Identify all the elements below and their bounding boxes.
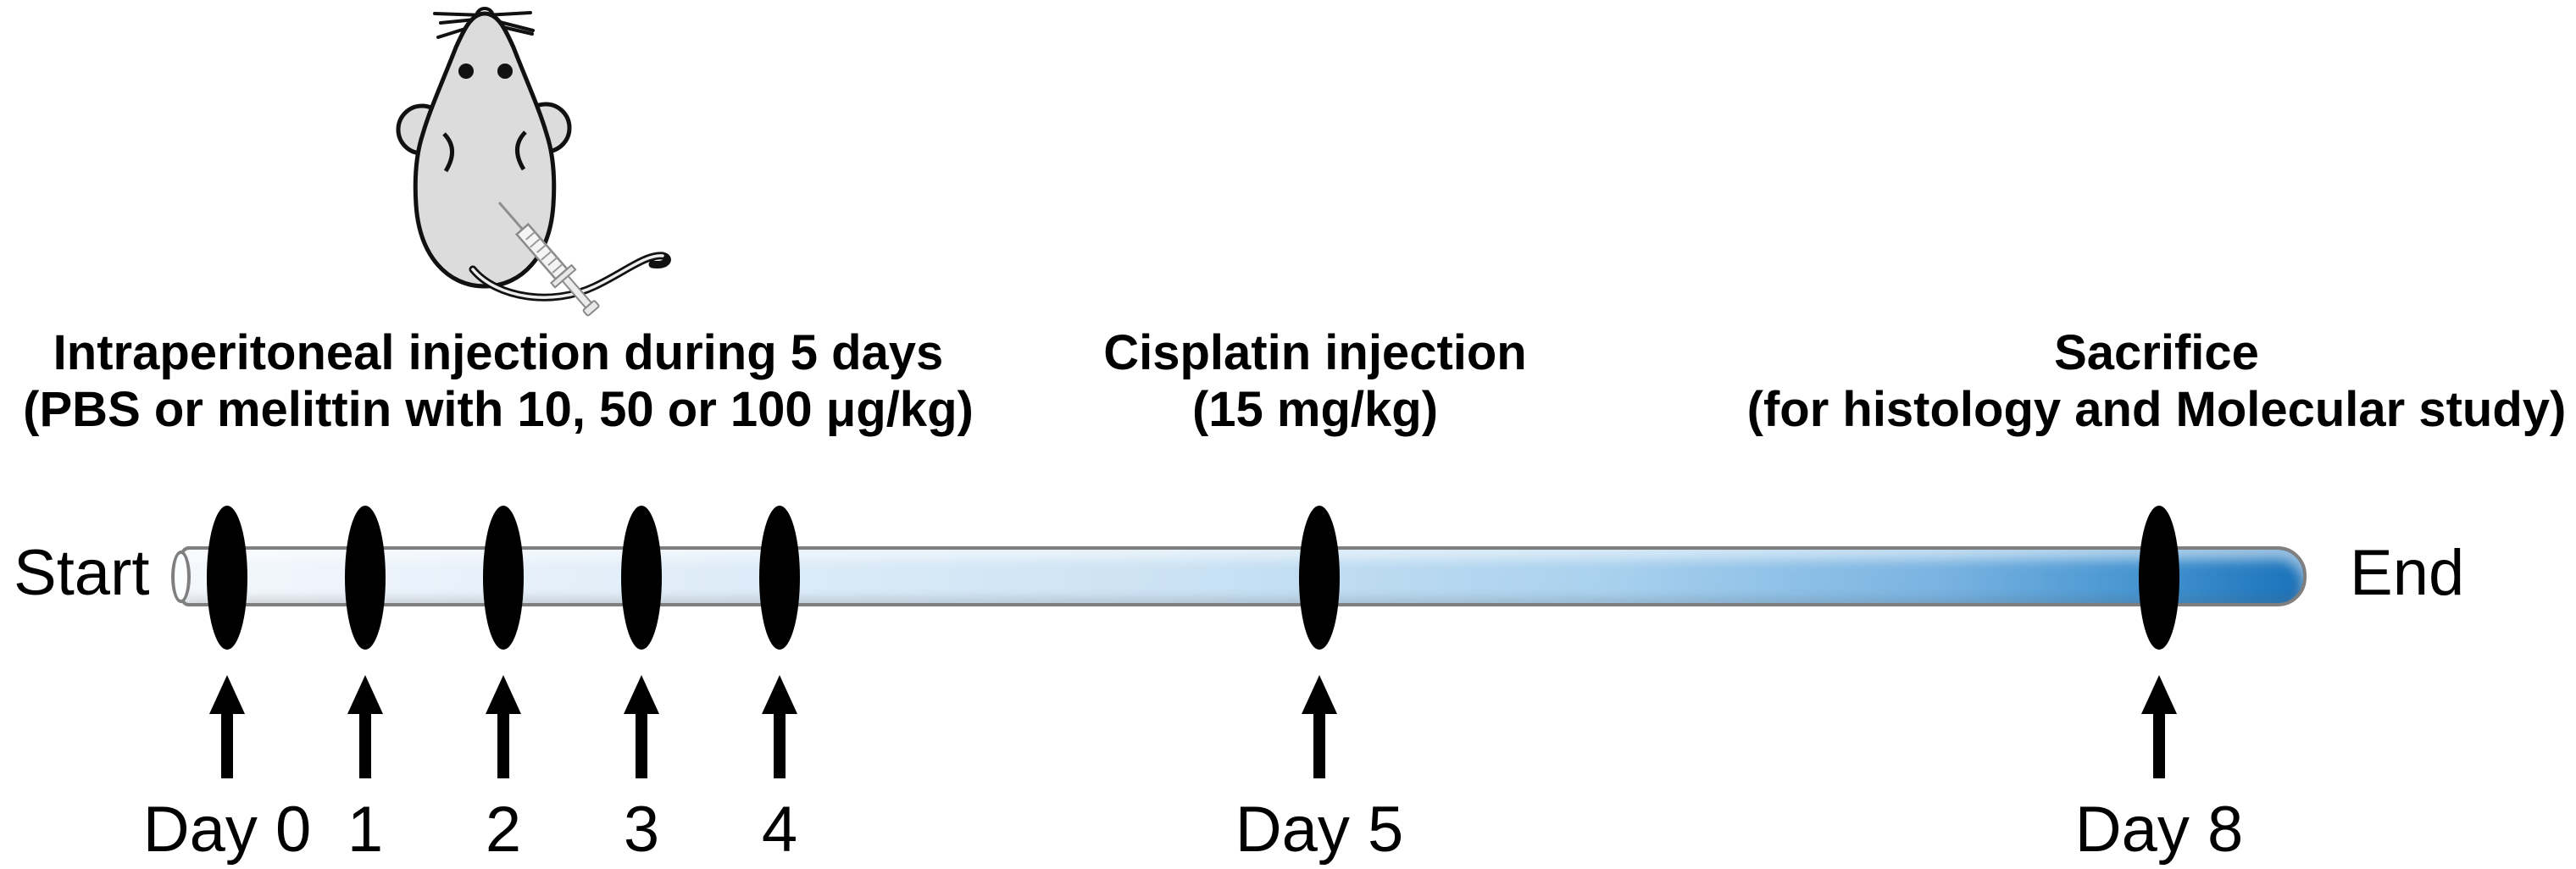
timeline-end-label: End: [2350, 537, 2465, 609]
injection-marker-icon: [207, 506, 247, 650]
arrow-head: [624, 675, 659, 714]
annotation-line2: (15 mg/kg): [1191, 382, 1439, 437]
annotation-line2: (for histology and Molecular study): [1746, 382, 2567, 437]
mouse-body: [413, 11, 557, 289]
arrow-head: [347, 675, 383, 714]
day-label: 1: [347, 794, 384, 866]
day-label: Day 5: [1235, 794, 1404, 866]
timeline-bar: [180, 546, 2307, 606]
timeline-left-cap: [171, 551, 191, 603]
arrow-head: [209, 675, 245, 714]
injection-marker-icon: [2139, 506, 2179, 650]
syringe-icon: [497, 202, 600, 317]
mouse-eye-right: [497, 64, 513, 79]
arrow-shaft: [221, 712, 233, 778]
arrow-head: [486, 675, 521, 714]
injection-marker-icon: [483, 506, 524, 650]
day-label: 2: [485, 794, 522, 866]
day-label: 4: [761, 794, 798, 866]
arrow-head: [2141, 675, 2177, 714]
mouse-tail-highlight: [471, 254, 664, 299]
injection-marker-icon: [621, 506, 662, 650]
annotation-line1: Sacrifice: [2054, 325, 2259, 380]
arrow-shaft: [359, 712, 371, 778]
injection-marker-icon: [345, 506, 386, 650]
day-label: 3: [623, 794, 660, 866]
arrow-shaft: [2153, 712, 2165, 778]
mouse-limb-left: [442, 132, 454, 173]
mouse-limb-right: [515, 130, 527, 171]
timeline-start-label: Start: [14, 537, 150, 609]
annotation-sacrifice: Sacrifice (for histology and Molecular s…: [1747, 324, 2567, 438]
annotation-line1: Cisplatin injection: [1103, 325, 1527, 380]
annotation-cisplatin: Cisplatin injection (15 mg/kg): [1103, 324, 1527, 438]
arrow-shaft: [497, 712, 509, 778]
annotation-line1: Intraperitoneal injection during 5 days: [53, 325, 944, 380]
arrow-head: [1302, 675, 1337, 714]
annotation-line2: (PBS or melittin with 10, 50 or 100 μg/k…: [23, 382, 974, 437]
arrow-shaft: [1313, 712, 1325, 778]
day-label: Day 0: [142, 794, 312, 866]
mouse-eye-left: [458, 64, 474, 79]
mouse-with-syringe-icon: [396, 6, 671, 317]
day-label: Day 8: [2074, 794, 2244, 866]
arrow-shaft: [636, 712, 647, 778]
arrow-head: [762, 675, 797, 714]
injection-marker-icon: [1299, 506, 1340, 650]
arrow-shaft: [774, 712, 786, 778]
injection-marker-icon: [759, 506, 800, 650]
annotation-ip-injection: Intraperitoneal injection during 5 days …: [23, 324, 974, 438]
